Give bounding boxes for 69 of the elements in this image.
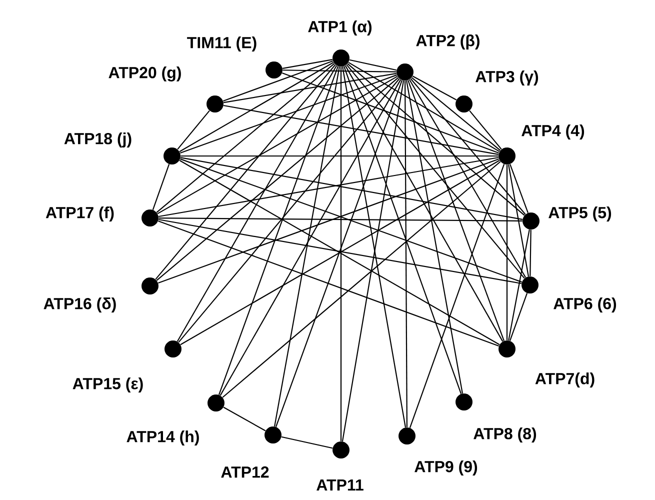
node-label: TIM11 (E) (187, 36, 256, 52)
edge-line (223, 104, 499, 156)
edge-line (347, 63, 525, 216)
edge-line (152, 164, 170, 210)
edge-line (157, 76, 398, 214)
edge-line (506, 164, 508, 340)
edge-line (346, 64, 525, 279)
node-label: ATP2 (β) (416, 34, 480, 50)
node-label: ATP8 (8) (474, 428, 536, 442)
node-label: ATP3 (γ) (476, 70, 538, 86)
edge-line (282, 72, 500, 154)
node-label: ATP5 (5) (548, 206, 612, 222)
edge-line (158, 220, 500, 347)
edge-line (412, 76, 457, 100)
node-label: ATP7(d) (535, 372, 594, 388)
edge-line (222, 60, 334, 102)
edge-line (281, 436, 333, 449)
edge-line (176, 65, 338, 342)
node-label: ATP17 (f) (46, 206, 114, 222)
edge-line (220, 79, 402, 396)
edge-line (275, 80, 403, 428)
edge-line (180, 157, 523, 220)
edge-line (218, 66, 339, 395)
edge-line (344, 65, 504, 342)
edge-line (340, 66, 342, 442)
edge-line (179, 62, 334, 152)
node-label: ATP1 (α) (308, 20, 372, 36)
edge-line (411, 77, 501, 151)
edge-line (222, 161, 501, 398)
edge-line (158, 218, 522, 284)
edge-line (177, 110, 210, 150)
edge-line (156, 63, 335, 213)
edge-line (508, 229, 530, 341)
edge-line (180, 155, 498, 157)
edge-line (155, 64, 336, 280)
edge-line (408, 79, 526, 278)
edge-line (409, 164, 505, 428)
edge-line (158, 218, 522, 222)
node-label: ATP6 (6) (554, 298, 616, 312)
edge-line (469, 110, 502, 150)
edge-line (509, 293, 528, 341)
node-label: ATP20 (g) (108, 66, 181, 82)
edge-line (178, 78, 400, 343)
edge-line (410, 78, 526, 215)
edge-line (223, 72, 397, 104)
edge-line (343, 66, 462, 394)
edge-line (282, 70, 396, 72)
node-label: ATP15 (ε) (72, 378, 143, 392)
edge-line (223, 406, 266, 432)
node-label: ATP18 (j) (64, 132, 132, 148)
edge-line (510, 164, 529, 214)
edge-line (158, 156, 499, 218)
edge-line (408, 80, 505, 342)
node-label: ATP4 (4) (522, 124, 584, 140)
edge-line (156, 77, 399, 281)
edge-line (282, 58, 333, 69)
edge-line (404, 80, 408, 428)
edge-line (348, 62, 500, 152)
edge-line (180, 74, 398, 154)
edge-line (274, 66, 340, 427)
node-label: ATP12 (221, 466, 269, 478)
edge-line (349, 59, 397, 71)
edge-line (406, 80, 464, 394)
node-label: ATP14 (h) (126, 430, 199, 446)
node-label: ATP16 (δ) (44, 298, 116, 312)
node-label: ATP11 (316, 479, 364, 491)
node-label: ATP9 (9) (414, 460, 478, 476)
edge-line (530, 230, 532, 276)
edge-line (508, 164, 530, 277)
